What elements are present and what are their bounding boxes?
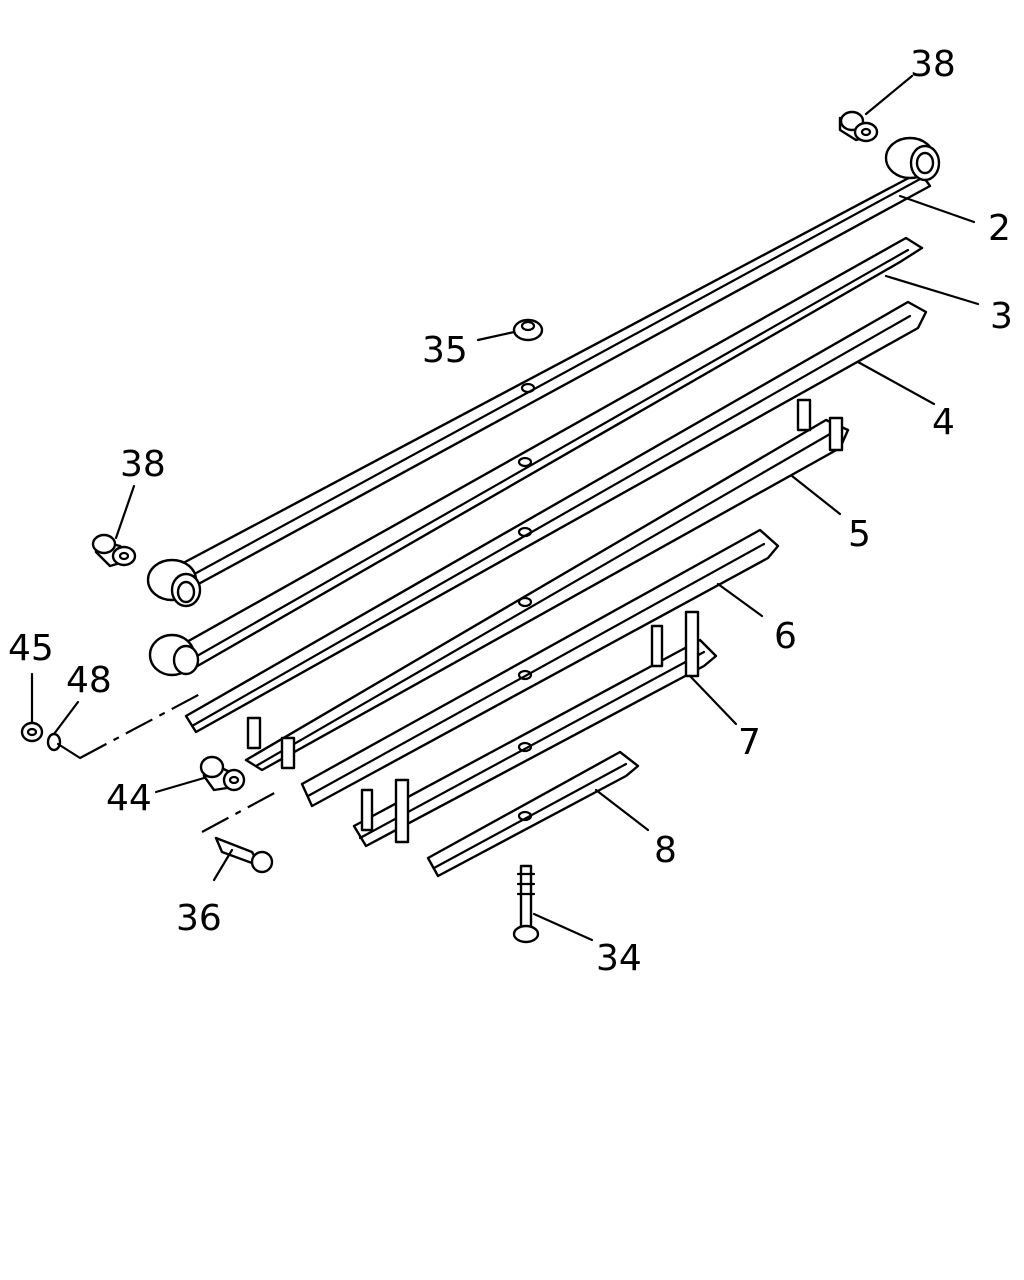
callout-7: 7 [738, 722, 761, 763]
part-35-center-nut [512, 318, 544, 342]
leader-lines [30, 74, 980, 942]
callout-38-front: 38 [120, 444, 166, 485]
callout-2: 2 [988, 208, 1011, 249]
callout-48: 48 [66, 660, 112, 701]
callout-3: 3 [990, 296, 1013, 337]
callout-44: 44 [106, 778, 152, 819]
assembly-axis-line [201, 789, 281, 833]
part-38-front-bushing [91, 533, 137, 568]
part-34-center-bolt [512, 864, 540, 944]
callout-38-rear: 38 [910, 44, 956, 85]
part-3-second-leaf [148, 236, 924, 677]
callout-45: 45 [8, 628, 54, 669]
part-4-third-leaf [184, 300, 928, 734]
part-7-sixth-leaf-with-clips [352, 610, 718, 848]
part-36-bolt [214, 836, 274, 874]
callout-35: 35 [422, 330, 468, 371]
callout-5: 5 [848, 514, 871, 555]
part-8-seventh-leaf [426, 750, 640, 878]
callout-34: 34 [596, 938, 642, 979]
callout-8: 8 [654, 830, 677, 871]
callout-36: 36 [176, 898, 222, 939]
part-45-nut [20, 721, 44, 743]
callout-4: 4 [932, 402, 955, 443]
callout-6: 6 [774, 616, 797, 657]
part-48-washer [46, 732, 62, 752]
assembly-axis-line [79, 693, 201, 759]
part-38-rear-bushing [838, 110, 879, 143]
part-44-shackle-bushing [199, 755, 246, 792]
part-6-fifth-leaf [300, 528, 780, 808]
part-5-fourth-leaf-with-clips [244, 398, 850, 772]
part-2-main-leaf [146, 136, 941, 608]
